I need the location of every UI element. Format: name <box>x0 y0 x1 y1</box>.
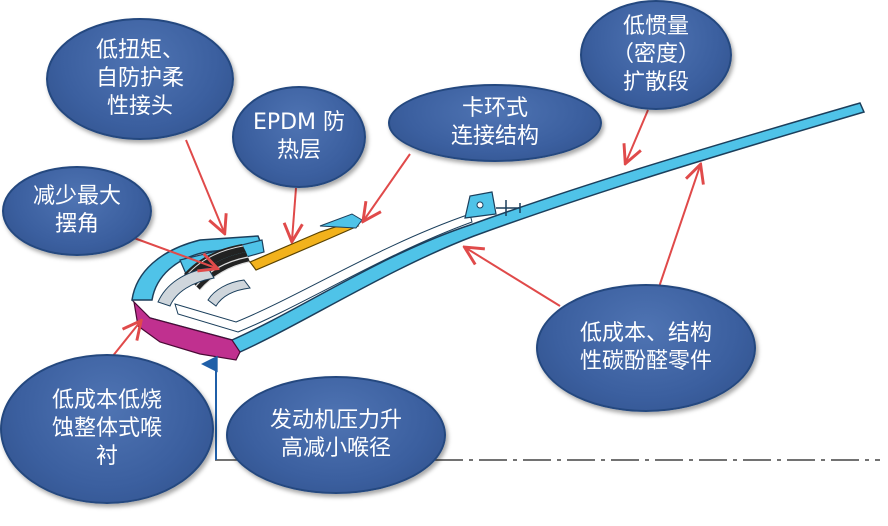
callout-arrows <box>107 109 700 363</box>
diffuser-inner <box>174 213 473 333</box>
clamp-hole <box>476 201 484 209</box>
callout-carbon-phenolic: 低成本、结构 性碳酚醛零件 <box>536 284 756 412</box>
clamp-ring <box>319 213 363 229</box>
arrow-phenolic-1 <box>466 248 561 307</box>
callout-epdm-layer: EPDM 防 热层 <box>232 86 366 188</box>
arrow-phenolic-2 <box>657 166 700 291</box>
callout-low-torque-joint: 低扭矩、 自防护柔 性接头 <box>46 18 234 140</box>
epdm-layer <box>249 221 360 271</box>
arrow-joint <box>185 139 224 232</box>
callout-engine-pressure: 发动机压力升 高减小喉径 <box>226 376 446 494</box>
callout-low-inertia-section: 低惯量 （密度） 扩散段 <box>580 0 732 110</box>
throat-insulation <box>157 267 215 307</box>
callout-clamp-connection: 卡环式 连接结构 <box>388 84 602 162</box>
callout-reduce-swing: 减少最大 摆角 <box>2 166 152 256</box>
callout-ablative-liner: 低成本低烧 蚀整体式喉 衬 <box>0 354 214 504</box>
arrow-diffuser <box>626 109 649 162</box>
arrow-clamp <box>364 153 411 220</box>
arrow-swing <box>133 237 216 268</box>
arrow-epdm <box>292 187 296 240</box>
clamp-bolt <box>496 200 521 216</box>
throat-liner <box>133 300 241 361</box>
inner-support <box>207 279 251 307</box>
